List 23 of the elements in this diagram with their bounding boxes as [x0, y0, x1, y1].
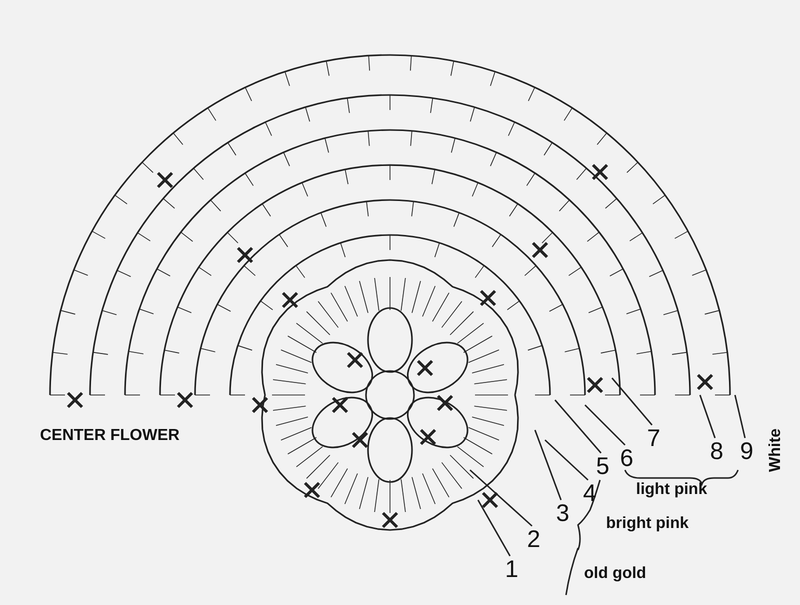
leader-line [534, 430, 562, 500]
leader-line [554, 400, 602, 454]
leader-line [544, 439, 589, 481]
chart-title: CENTER FLOWER [40, 428, 180, 444]
leader-line [477, 500, 511, 556]
color-label: bright pink [606, 516, 689, 532]
leader-line [699, 394, 716, 438]
round-number: 9 [740, 440, 754, 464]
round-number: 4 [583, 482, 596, 506]
round-number: 5 [596, 455, 610, 479]
color-label: White [768, 428, 784, 472]
round-number: 7 [647, 427, 660, 451]
leader-line [470, 469, 532, 527]
color-label: light pink [636, 482, 708, 498]
round-number: 2 [527, 528, 540, 552]
leader-line [734, 394, 746, 438]
round-number: 8 [710, 440, 724, 464]
round-number: 1 [505, 558, 518, 582]
round-number: 6 [620, 447, 634, 471]
leader-line [611, 378, 653, 426]
round-number: 3 [556, 502, 570, 526]
leader-line [584, 404, 626, 446]
color-label: old gold [584, 566, 646, 582]
